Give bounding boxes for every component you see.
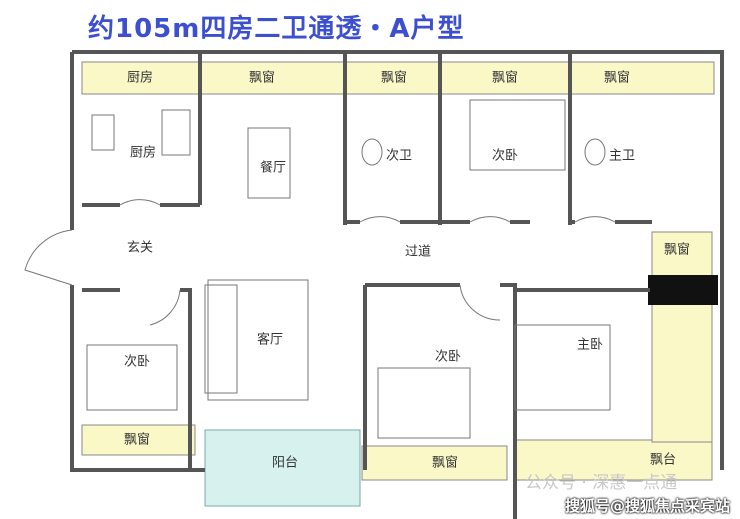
stove-icon: [91, 114, 115, 151]
toilet-icon: [584, 138, 606, 166]
dining-table-icon: [247, 127, 291, 199]
label-bay-window: 飘窗: [431, 455, 459, 471]
label-second-bedroom: 次卧: [123, 354, 151, 370]
label-kitchen: 厨房: [129, 145, 157, 161]
bay-right-area: [651, 231, 713, 443]
label-master-bedroom: 主卧: [576, 337, 604, 353]
black-block: [648, 275, 718, 305]
plan-title: 约105m四房二卫通透・A户型: [88, 14, 465, 44]
top-bay-band: [81, 61, 715, 95]
bay-platform-area: [514, 439, 713, 481]
bed-mid-icon: [377, 367, 471, 439]
label-dining: 餐厅: [259, 160, 287, 176]
label-entrance: 玄关: [126, 240, 154, 256]
label-living-room: 客厅: [256, 332, 284, 348]
sofa-icon: [204, 284, 238, 394]
bay-bottom-left-area: [81, 424, 196, 456]
toilet-icon: [361, 138, 383, 166]
label-bay-window: 飘窗: [380, 70, 408, 86]
label-corridor: 过道: [404, 244, 432, 260]
sohu-watermark: 搜狐号@搜狐焦点采宾站: [565, 497, 731, 515]
label-bay-window: 飘窗: [248, 70, 276, 86]
bay-bottom-mid-area: [361, 445, 508, 481]
label-bay-window: 飘窗: [603, 70, 631, 86]
rug-icon: [207, 279, 309, 401]
label-bay-window: 飘窗: [491, 70, 519, 86]
label-kitchen-window: 厨房: [126, 70, 154, 86]
label-bay-platform: 飘台: [649, 452, 677, 468]
bed-top-icon: [469, 99, 566, 171]
label-second-bedroom: 次卧: [434, 349, 462, 365]
master-bed-icon: [514, 324, 611, 411]
wechat-watermark: 公众号 · 深惠一点通: [525, 473, 678, 493]
label-bay-window-right: 飘窗: [663, 242, 691, 258]
label-balcony: 阳台: [271, 455, 299, 471]
bed-left-icon: [86, 344, 178, 411]
label-bay-window: 飘窗: [123, 432, 151, 448]
sink-icon: [161, 109, 191, 156]
label-master-bath: 主卫: [608, 148, 636, 164]
label-second-bath: 次卫: [385, 148, 413, 164]
label-second-bedroom: 次卧: [491, 148, 519, 164]
balcony-area: [204, 429, 361, 507]
